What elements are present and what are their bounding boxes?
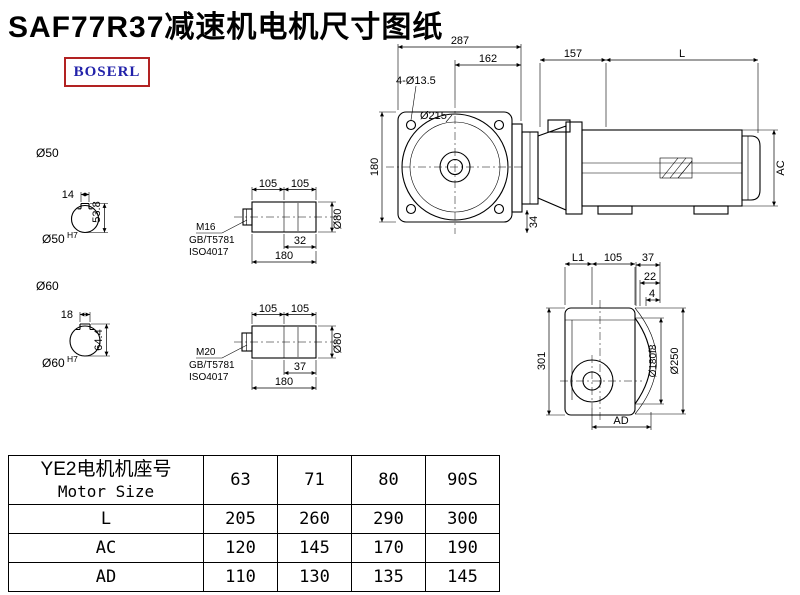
row-label-AC: AC <box>8 533 204 563</box>
adapter-bell <box>537 125 567 211</box>
dim-dia-m16: Ø80 <box>332 209 344 230</box>
bore50-fit-sup: H7 <box>67 230 78 240</box>
table-cell: 120 <box>203 533 278 563</box>
dim-34: 34 <box>528 216 540 228</box>
dim-flange-dia: Ø215 <box>420 110 447 122</box>
table-cell: 110 <box>203 562 278 592</box>
dim-162: 162 <box>479 53 497 65</box>
motor-flange <box>565 121 583 215</box>
dim-key-depth-60: 64.4 <box>93 329 105 350</box>
table-header-en: Motor Size <box>57 482 155 501</box>
gearbox-front-view: 287 162 4-Ø13.5 Ø215 180 34 <box>369 35 540 234</box>
dim-105-left-m16: 105 <box>259 178 277 190</box>
std-iso-m16: ISO4017 <box>189 247 229 258</box>
adapter-flange <box>511 123 523 213</box>
motor-profile: 157 L AC <box>511 48 787 215</box>
table-cell: 130 <box>277 562 352 592</box>
dim-105-right-m16: 105 <box>291 178 309 190</box>
dim-287: 287 <box>451 35 469 47</box>
table-cell: 135 <box>351 562 426 592</box>
bore50-label: Ø50 <box>36 146 59 160</box>
shaft20-bolt-head <box>241 332 253 352</box>
dim-157: 157 <box>564 48 582 60</box>
table-col-80: 80 <box>351 455 426 505</box>
dim-total-m16: 180 <box>275 250 293 262</box>
shaft16-bolt-head <box>242 208 253 226</box>
table-header-cn: YE2电机机座号 <box>40 459 172 480</box>
dim-key-width-50: 14 <box>62 189 74 201</box>
table-row-AD: AD 110 130 135 145 <box>8 562 500 592</box>
bore50-fit: Ø50 <box>42 232 65 246</box>
table-cell: 205 <box>203 504 278 534</box>
flange-arc <box>634 307 657 415</box>
shaft-detail-m16: 105 105 32 180 Ø80 M16 GB/T5781 ISO4017 <box>189 178 344 264</box>
motor-size-table: YE2电机机座号 Motor Size 63 71 80 90S L 205 2… <box>8 455 500 592</box>
page-title: SAF77R37减速机电机尺寸图纸 <box>8 11 444 44</box>
table-col-71: 71 <box>277 455 352 505</box>
table-row-AC: AC 120 145 170 190 <box>8 533 500 563</box>
dim-AC: AC <box>775 160 787 175</box>
dim-AD: AD <box>613 415 628 427</box>
bolt-label-m16: M16 <box>196 222 216 233</box>
table-col-63: 63 <box>203 455 278 505</box>
dim-holes: 4-Ø13.5 <box>396 75 436 87</box>
dim-4-side: 4 <box>649 288 655 300</box>
bore-view-60: 18 64.4 Ø60 Ø60 H7 <box>36 279 110 370</box>
table-cell: 145 <box>277 533 352 563</box>
std-iso-m20: ISO4017 <box>189 372 229 383</box>
shaft-detail-m20: 105 105 37 180 Ø80 M20 GB/T5781 ISO4017 <box>189 303 344 390</box>
fan-cover <box>741 135 761 201</box>
table-cell: 170 <box>351 533 426 563</box>
table-col-90s: 90S <box>425 455 500 505</box>
dim-37-side: 37 <box>642 252 654 264</box>
dim-key-width-60: 18 <box>61 309 73 321</box>
dim-key-depth-50: 53.8 <box>91 201 103 222</box>
spigot-arc <box>634 317 652 405</box>
table-cell: 290 <box>351 504 426 534</box>
output-bore <box>570 359 614 403</box>
bore60-label: Ø60 <box>36 279 59 293</box>
bolt-label-m20: M20 <box>196 347 216 358</box>
bore60-circle <box>69 325 101 357</box>
bore60-fit: Ø60 <box>42 356 65 370</box>
table-cell: 190 <box>425 533 500 563</box>
bore50-circle <box>70 204 100 234</box>
dim-total-m20: 180 <box>275 376 293 388</box>
dim-flange-dia-side: Ø250 <box>669 348 681 375</box>
table-cell: 300 <box>425 504 500 534</box>
row-label-L: L <box>8 504 204 534</box>
motor-body <box>581 129 743 207</box>
dim-spigot-dia: Ø180f8 <box>648 344 659 377</box>
std-gb-m16: GB/T5781 <box>189 235 235 246</box>
std-gb-m20: GB/T5781 <box>189 360 235 371</box>
bore-view-50: 14 53.8 Ø50 Ø50 H7 <box>36 146 108 246</box>
motor-foot-rear <box>693 205 729 215</box>
dim-L: L <box>679 48 685 60</box>
dim-301: 301 <box>536 352 548 370</box>
dim-L1: L1 <box>572 252 584 264</box>
technical-drawing: 14 53.8 Ø50 Ø50 H7 18 64.4 Ø60 Ø60 H7 10 <box>36 35 787 430</box>
row-label-AD: AD <box>8 562 204 592</box>
table-row-L: L 205 260 290 300 <box>8 504 500 534</box>
eyebolt-boss <box>547 119 571 133</box>
dim-180: 180 <box>369 158 381 176</box>
table-cell: 145 <box>425 562 500 592</box>
boserl-logo-text: BOSERL <box>73 63 141 80</box>
motor-foot-front <box>597 205 633 215</box>
dim-thread-m16: 32 <box>294 235 306 247</box>
dim-105-side: 105 <box>604 252 622 264</box>
output-side-view: L1 105 37 22 4 301 Ø180f8 Ø250 AD <box>536 252 686 430</box>
bore60-fit-sup: H7 <box>67 354 78 364</box>
dim-105-right-m20: 105 <box>291 303 309 315</box>
dim-dia-m20: Ø80 <box>332 333 344 354</box>
table-cell: 260 <box>277 504 352 534</box>
dim-thread-m20: 37 <box>294 361 306 373</box>
dim-105-left-m20: 105 <box>259 303 277 315</box>
nameplate <box>659 157 693 179</box>
table-header-motor-size: YE2电机机座号 Motor Size <box>8 455 204 505</box>
dim-22-side: 22 <box>644 271 656 283</box>
boserl-logo: BOSERL <box>64 57 150 87</box>
